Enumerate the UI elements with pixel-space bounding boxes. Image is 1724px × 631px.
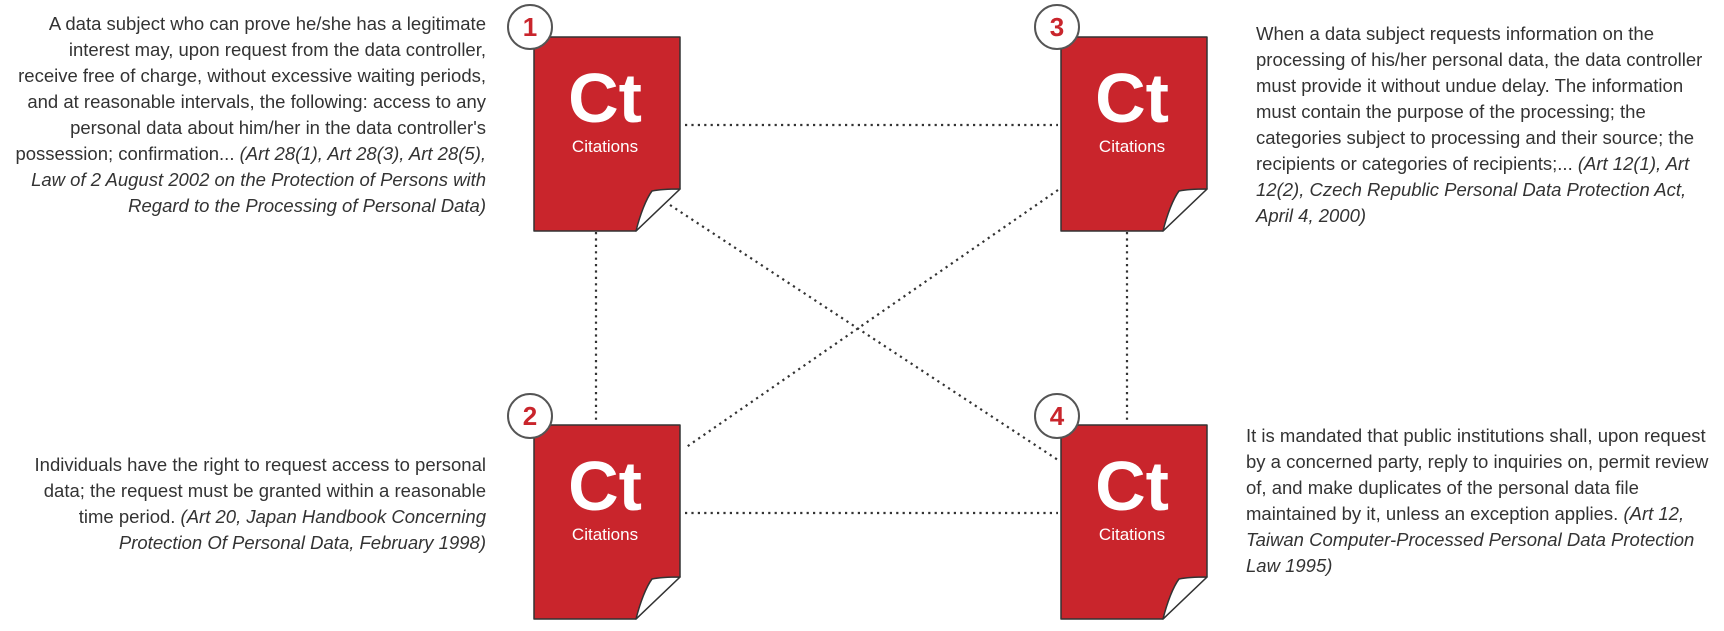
note-1: A data subject who can prove he/she has … [6,11,486,219]
card-label: Citations [1098,137,1166,156]
card-symbol: Ct [568,59,642,137]
document-icon [1060,36,1208,232]
card-label: Citations [571,137,639,156]
note-1-citation: (Art 28(1), Art 28(3), Art 28(5), Law of… [31,143,486,216]
note-2-citation: (Art 20, Japan Handbook Concerning Prote… [118,506,486,553]
badge-number-4: 4 [1034,393,1080,439]
citation-card-4: Ct Citations [1057,421,1217,621]
note-3-citation: (Art 12(1), Art 12(2), Czech Republic Pe… [1256,153,1690,226]
card-symbol: Ct [1095,447,1169,525]
card-symbol: Ct [1095,59,1169,137]
note-2: Individuals have the right to request ac… [6,452,486,556]
card-symbol: Ct [568,447,642,525]
note-3-body: When a data subject requests information… [1256,23,1703,174]
badge-number-1: 1 [507,4,553,50]
citation-card-2: Ct Citations [530,421,690,621]
connector-3-2 [684,189,1059,449]
note-4-citation: (Art 12, Taiwan Computer-Processed Perso… [1246,503,1695,576]
document-icon [1060,424,1208,620]
note-3: When a data subject requests information… [1256,21,1706,229]
note-2-body: Individuals have the right to request ac… [34,454,486,527]
note-1-body: A data subject who can prove he/she has … [15,13,486,164]
badge-number-3: 3 [1034,4,1080,50]
document-icon [533,424,681,620]
card-label: Citations [1098,525,1166,544]
note-4-body: It is mandated that public institutions … [1246,425,1709,524]
citation-card-1: Ct Citations [530,33,690,233]
citation-card-3: Ct Citations [1057,33,1217,233]
card-label: Citations [571,525,639,544]
badge-number-2: 2 [507,393,553,439]
connector-1-4 [669,204,1059,461]
document-icon [533,36,681,232]
note-4: It is mandated that public institutions … [1246,423,1720,579]
